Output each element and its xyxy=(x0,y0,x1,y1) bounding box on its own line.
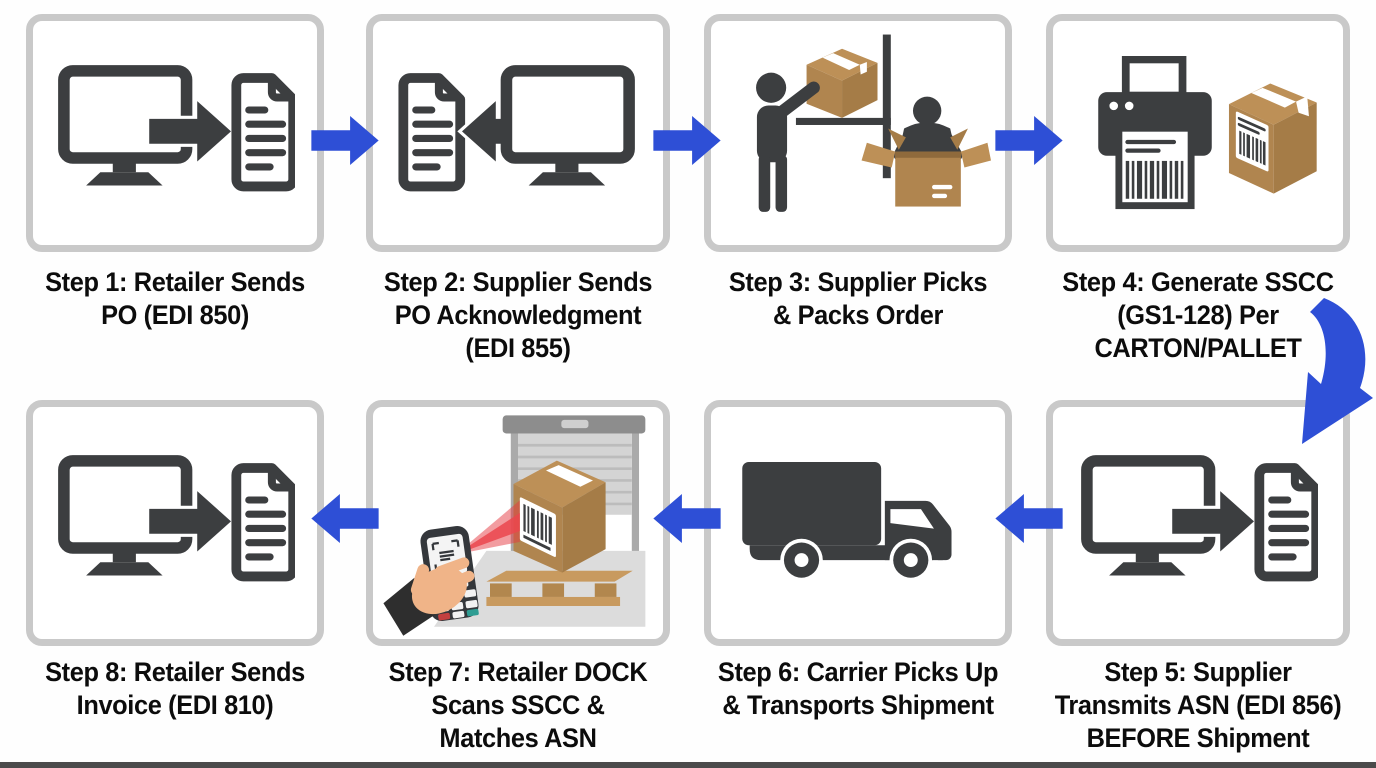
worker-pick-pack-icon xyxy=(756,34,991,212)
dock-barcode-scan-icon xyxy=(383,415,646,636)
step-7-card xyxy=(366,400,670,646)
flow-arrow-6-to-7 xyxy=(653,492,721,545)
flow-arrow-5-to-6 xyxy=(995,492,1063,545)
step-3-card xyxy=(704,14,1012,252)
step-4-label: Step 4: Generate SSCC (GS1-128) Per CART… xyxy=(1062,267,1334,363)
flow-arrow-7-to-8 xyxy=(311,492,379,545)
computer-sends-document-icon xyxy=(58,65,295,192)
flow-arrow-1-to-2 xyxy=(311,114,379,167)
step-8-card xyxy=(26,400,324,646)
step-1-card xyxy=(26,14,324,252)
computer-receives-document-icon xyxy=(398,65,635,192)
step-6-card xyxy=(704,400,1012,646)
step-2-card xyxy=(366,14,670,252)
label-printer-and-carton-icon xyxy=(1098,55,1317,209)
flow-arrow-3-to-4 xyxy=(995,114,1063,167)
step-7-label: Step 7: Retailer DOCK Scans SSCC & Match… xyxy=(388,657,648,753)
step-5-card xyxy=(1046,400,1350,646)
step-2-label: Step 2: Supplier Sends PO Acknowledgment… xyxy=(383,267,653,363)
step-1-label: Step 1: Retailer Sends PO (EDI 850) xyxy=(45,267,305,330)
computer-sends-document-icon xyxy=(58,455,295,582)
step-5-label: Step 5: Supplier Transmits ASN (EDI 856)… xyxy=(1054,657,1342,753)
flow-arrow-4-to-5-curved xyxy=(1276,294,1376,450)
step-6-label: Step 6: Carrier Picks Up & Transports Sh… xyxy=(717,657,999,720)
step-4-card xyxy=(1046,14,1350,252)
computer-sends-document-icon xyxy=(1081,455,1318,582)
step-8-label: Step 8: Retailer Sends Invoice (EDI 810) xyxy=(45,657,305,720)
bottom-edge-strip xyxy=(0,762,1376,768)
step-3-label: Step 3: Supplier Picks & Packs Order xyxy=(728,267,988,330)
delivery-truck-icon xyxy=(742,461,952,582)
flow-arrow-2-to-3 xyxy=(653,114,721,167)
